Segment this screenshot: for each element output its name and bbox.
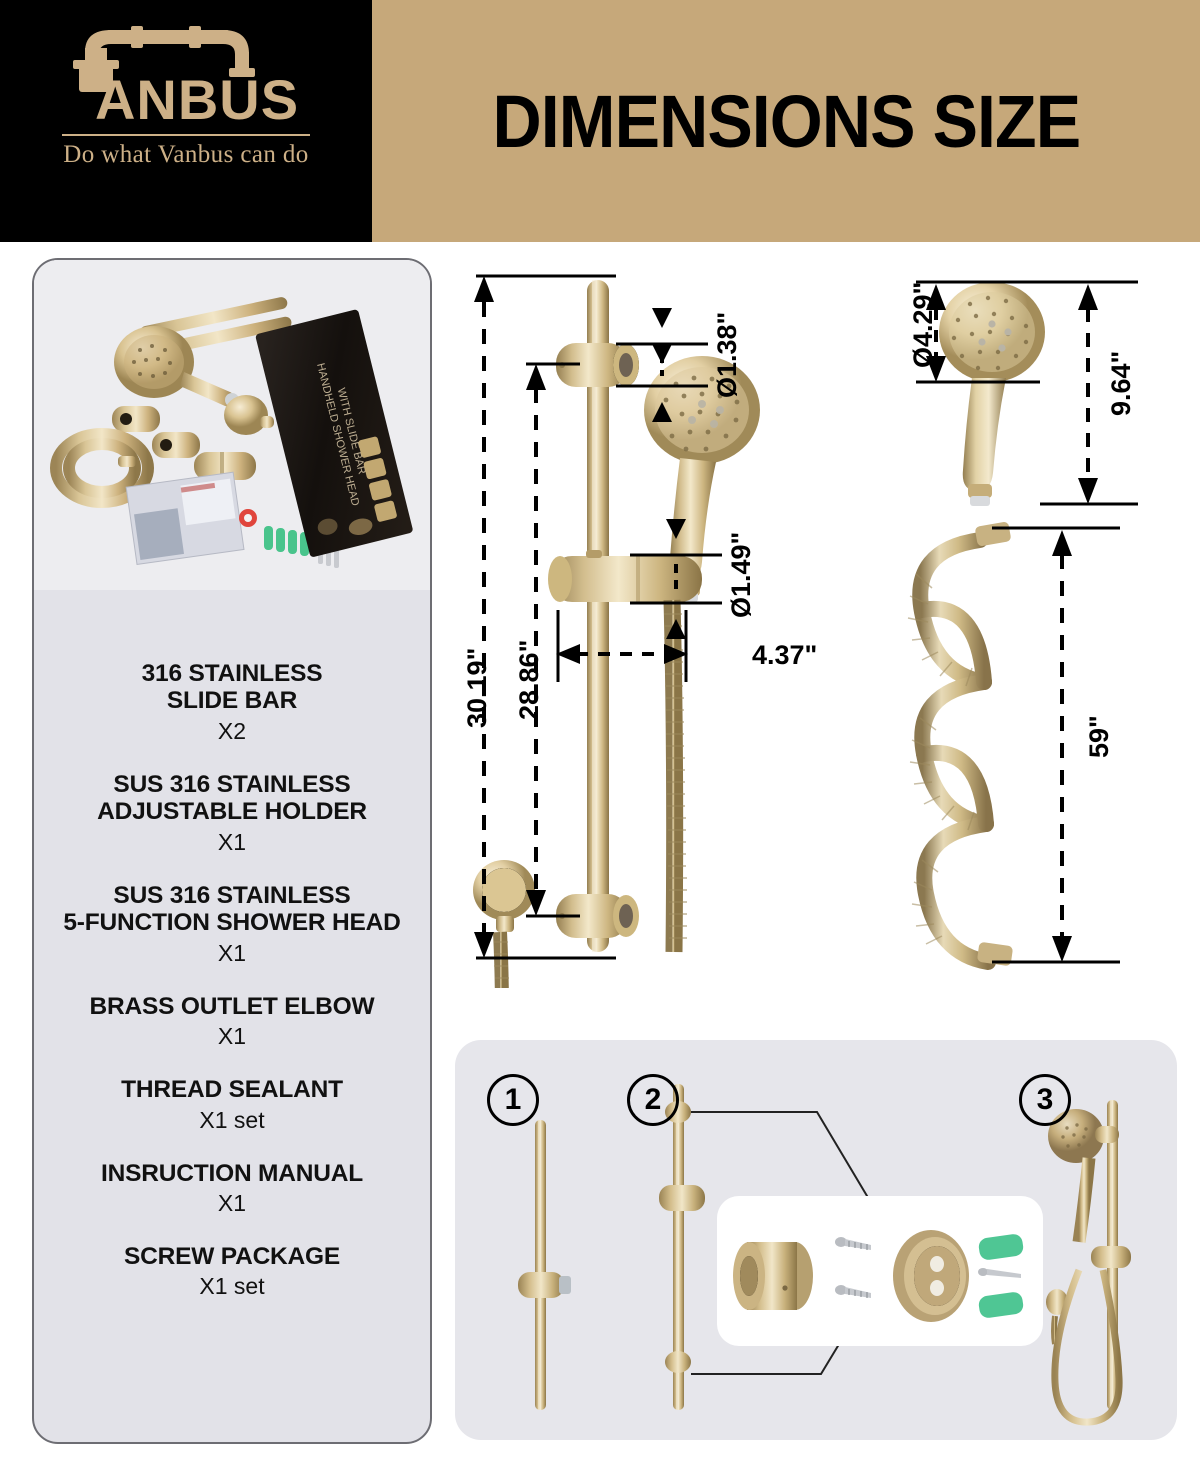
dimension-drawings: 30.19" 28.86" Ø1.38" Ø1.49" 4.37": [440, 258, 1180, 1028]
page-header: ANBUS Do what Vanbus can do DIMENSIONS S…: [0, 0, 1200, 242]
pipe-logo-icon: [71, 22, 301, 94]
list-item: SCREW PACKAGE X1 set: [34, 1243, 430, 1300]
dim-bracket-span: 28.86": [514, 639, 544, 720]
part-qty: X1: [217, 1189, 247, 1216]
step-number-3: 3: [1019, 1074, 1071, 1126]
brand-logo-box: ANBUS Do what Vanbus can do: [0, 0, 372, 242]
dim-head-length: 9.64": [1106, 350, 1136, 416]
dim-head-diameter: Ø4.29": [908, 281, 938, 368]
dim-hose-length: 59": [1084, 715, 1114, 758]
title-band: DIMENSIONS SIZE: [372, 0, 1200, 242]
part-name: SUS 316 STAINLESS 5-FUNCTION SHOWER HEAD: [63, 881, 401, 937]
dim-slide-bar-height: 30.19": [462, 647, 492, 728]
brand-name: ANBUS: [94, 68, 300, 131]
list-item: BRASS OUTLET ELBOW X1: [34, 993, 430, 1050]
part-qty: X1 set: [199, 1106, 265, 1133]
list-item: SUS 316 STAINLESS ADJUSTABLE HOLDER X1: [34, 771, 430, 856]
installation-diagram: [518, 1084, 1131, 1426]
dim-projection-depth: 4.37": [752, 640, 818, 670]
part-name: 316 STAINLESS SLIDE BAR: [141, 660, 323, 715]
shower-kit-photo: HANDHELD SHOWER HEAD WITH SLIDE BAR: [34, 260, 430, 590]
part-qty: X1: [217, 939, 247, 966]
part-qty: X1: [217, 828, 247, 855]
part-name: BRASS OUTLET ELBOW: [89, 992, 375, 1020]
part-name: INSRUCTION MANUAL: [101, 1159, 363, 1187]
part-name: THREAD SEALANT: [121, 1076, 343, 1104]
step-number-1: 1: [487, 1074, 539, 1126]
brand-tagline: Do what Vanbus can do: [63, 141, 309, 168]
list-item: THREAD SEALANT X1 set: [34, 1076, 430, 1133]
dim-holder-diameter: Ø1.38": [712, 311, 742, 398]
step-number-2: 2: [627, 1074, 679, 1126]
list-item: INSRUCTION MANUAL X1: [34, 1160, 430, 1217]
dim-lower-holder-diameter: Ø1.49": [726, 531, 756, 618]
part-name: SUS 316 STAINLESS ADJUSTABLE HOLDER: [97, 770, 367, 826]
logo-divider: [62, 134, 310, 136]
hand-shower-drawing: [916, 280, 1138, 506]
part-qty: X1: [217, 1023, 247, 1050]
page-title: DIMENSIONS SIZE: [492, 79, 1081, 163]
part-name: SCREW PACKAGE: [123, 1242, 341, 1270]
hose-drawing: [907, 521, 1120, 970]
list-item: 316 STAINLESS SLIDE BAR X2: [34, 660, 430, 745]
list-item: SUS 316 STAINLESS 5-FUNCTION SHOWER HEAD…: [34, 882, 430, 967]
installation-steps-panel: 1 2 3: [455, 1040, 1177, 1440]
slide-bar-drawing: [473, 274, 760, 988]
parts-list: 316 STAINLESS SLIDE BAR X2 SUS 316 STAIN…: [34, 660, 430, 1326]
part-qty: X1 set: [199, 1273, 265, 1300]
part-qty: X2: [217, 717, 247, 744]
parts-list-panel: HANDHELD SHOWER HEAD WITH SLIDE BAR 316 …: [32, 258, 432, 1444]
